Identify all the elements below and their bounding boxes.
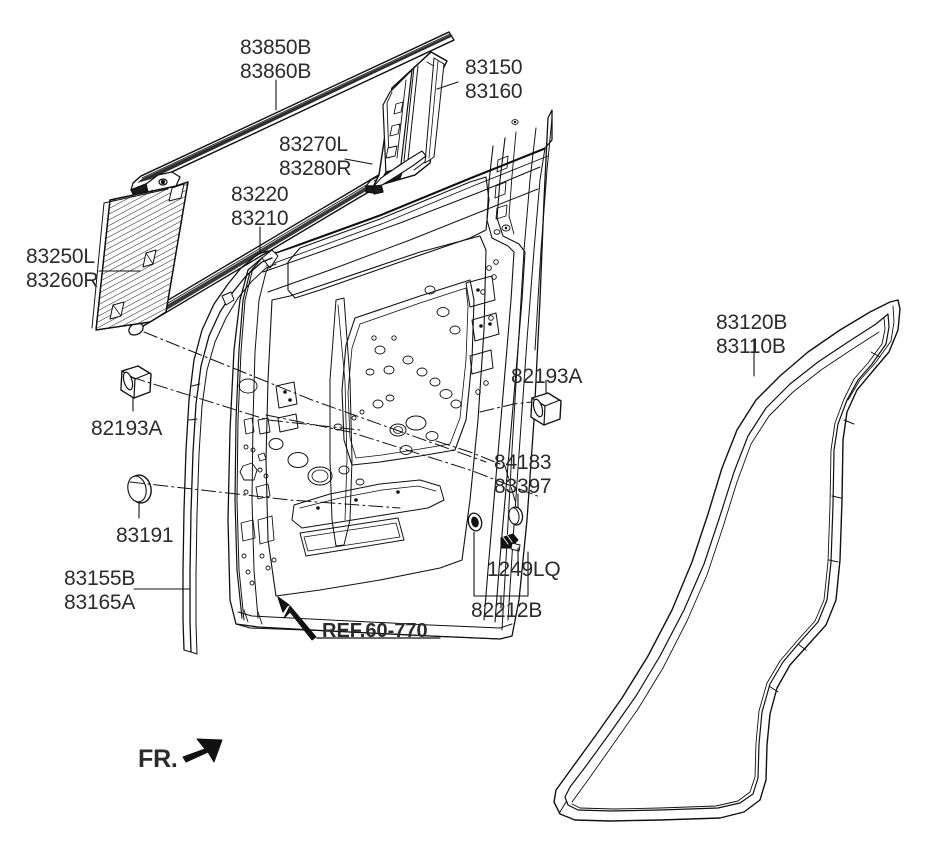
part-number-84183-83397: 84183 83397 (494, 451, 552, 498)
assembly-line-2 (130, 376, 361, 431)
part-84183-83397-plug (508, 506, 524, 526)
reference-callout-label: REF.60-770 (322, 620, 428, 642)
assembly-line-1 (143, 331, 487, 463)
part-82193A-left-cap (120, 365, 152, 399)
part-number-83150-83160: 83150 83160 (465, 56, 523, 103)
ref-arrow (277, 596, 441, 641)
part-83120B-83110B-door-weatherstrip (553, 299, 901, 822)
part-lower-garnish-strip (373, 150, 427, 187)
part-number-83850B-83860B: 83850B 83860B (240, 36, 312, 83)
part-number-83220-83210: 83220 83210 (231, 183, 289, 230)
part-83155B-83165A-weatherstrip (182, 250, 277, 655)
leader-83270L (344, 158, 373, 165)
part-83191-plug (127, 474, 152, 504)
part-82193A-right-cap (530, 392, 562, 426)
leader-83150 (436, 81, 459, 90)
part-number-83155B-83165A: 83155B 83165A (64, 567, 136, 614)
part-number-83270L-83280R: 83270L 83280R (279, 133, 352, 180)
part-83150-83160-run-channel (372, 51, 448, 195)
part-door-panel-assembly (227, 109, 553, 640)
part-number-83120B-83110B: 83120B 83110B (716, 311, 788, 358)
fr-arrow-icon (182, 738, 223, 763)
part-number-83191: 83191 (116, 524, 174, 547)
part-number-82193A-left: 82193A (91, 417, 163, 440)
assembly-line-4 (265, 414, 541, 498)
front-direction-label: FR. (138, 745, 178, 773)
part-82212B-grommet (467, 512, 483, 532)
assembly-line-3 (129, 481, 401, 509)
assembly-line-6 (435, 440, 517, 505)
part-number-1249LQ: 1249LQ (487, 558, 561, 581)
part-83250L-83260R-frame-tape (91, 181, 189, 331)
part-number-83250L-83260R: 83250L 83260R (26, 245, 99, 292)
assembly-line-5 (479, 401, 533, 413)
part-number-82212B: 82212B (471, 599, 543, 622)
part-number-82193A-right: 82193A (511, 365, 583, 388)
